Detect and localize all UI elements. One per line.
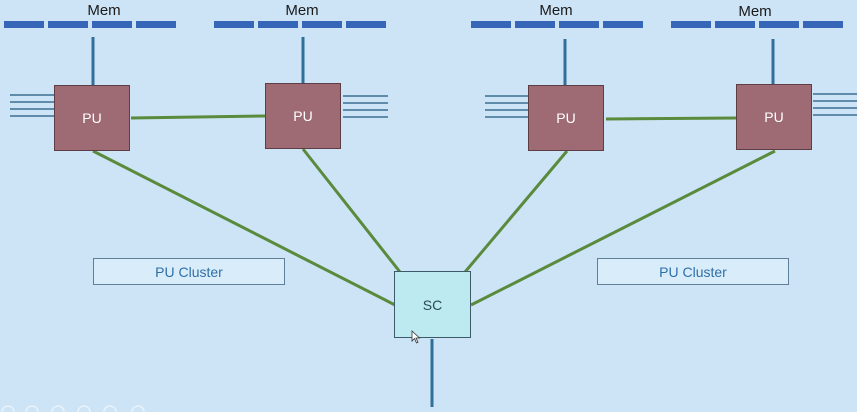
control-dot	[103, 405, 117, 412]
memory-bar	[346, 21, 386, 28]
control-dot	[131, 405, 145, 412]
pu-to-pu-link	[605, 116, 737, 121]
pu-to-sc-link	[470, 149, 776, 307]
io-stubs	[10, 93, 857, 118]
cluster-label-right: PU Cluster	[597, 258, 789, 285]
pu-to-sc-link	[92, 149, 396, 307]
memory-label: Mem	[285, 2, 319, 19]
pu-to-sc-link	[463, 150, 569, 273]
memory-bar	[258, 21, 298, 28]
switch-controller-label: SC	[422, 296, 443, 313]
memory-bar	[603, 21, 643, 28]
memory-bar	[92, 21, 132, 28]
memory-module-1-bars	[4, 21, 176, 28]
memory-bar	[559, 21, 599, 28]
processing-unit-label: PU	[764, 109, 784, 125]
control-dot	[51, 405, 65, 412]
switch-controller: SC	[394, 271, 471, 338]
memory-module-3-bars	[471, 21, 643, 28]
memory-bar	[471, 21, 511, 28]
memory-label: Mem	[539, 2, 573, 19]
processing-unit-2: PU	[265, 83, 341, 149]
memory-bar	[671, 21, 711, 28]
pu-to-sc-link	[301, 148, 402, 273]
memory-label: Mem	[738, 3, 772, 20]
processing-unit-label: PU	[82, 110, 102, 126]
mouse-pointer-icon	[411, 330, 421, 344]
memory-bar	[759, 21, 799, 28]
processing-unit-1: PU	[54, 85, 130, 151]
memory-bar	[302, 21, 342, 28]
memory-bar	[48, 21, 88, 28]
memory-bar	[715, 21, 755, 28]
memory-module-2-bars	[214, 21, 386, 28]
pu-to-pu-link	[130, 114, 266, 120]
memory-label: Mem	[87, 2, 121, 19]
memory-bar	[136, 21, 176, 28]
processing-unit-label: PU	[556, 110, 576, 126]
processing-unit-3: PU	[528, 85, 604, 151]
memory-bar	[803, 21, 843, 28]
processing-unit-label: PU	[293, 108, 313, 124]
control-dot	[25, 405, 39, 412]
memory-bar	[4, 21, 44, 28]
cluster-label-left: PU Cluster	[93, 258, 285, 285]
memory-buses	[91, 37, 775, 407]
slide-control-dots	[1, 405, 145, 412]
memory-module-4-bars	[671, 21, 843, 28]
interconnect-links	[92, 114, 776, 307]
processing-unit-4: PU	[736, 84, 812, 150]
memory-bar	[214, 21, 254, 28]
control-dot	[1, 405, 15, 412]
control-dot	[77, 405, 91, 412]
memory-bar	[515, 21, 555, 28]
